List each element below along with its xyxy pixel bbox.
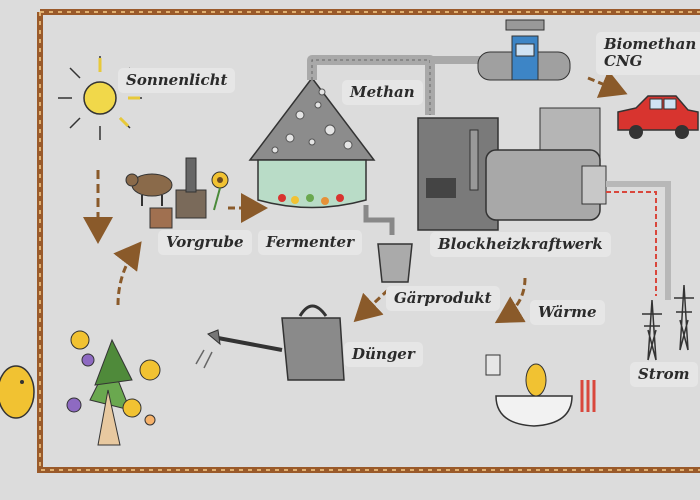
power-line [606,181,671,300]
digestate-bucket-icon [377,243,413,283]
label-biomethane: Biomethan CNG [596,32,700,75]
label-fertilizer: Dünger [344,342,423,368]
label-chp-plant: Blockheizkraftwerk [430,232,611,258]
label-heat: Wärme [530,300,605,326]
label-pre-pit: Vorgrube [158,230,252,256]
chp-to-heat-arrow [494,277,527,324]
tank-to-car-arrow [587,70,628,98]
gas-tank-icon [477,19,571,81]
label-methane: Methan [342,80,423,106]
rope-frame [37,9,700,473]
watering-can-icon [195,304,345,381]
bathtub-icon [485,354,596,427]
label-electricity: Strom [630,362,698,388]
label-sunlight: Sonnenlicht [118,68,236,94]
digestate-to-fertilizer-arrow [353,288,390,323]
power-pylon-icon [642,284,694,361]
pre-pit-icon [149,157,207,229]
flowers-icon [66,330,161,446]
cow-icon [125,173,173,206]
label-digestate: Gärprodukt [386,286,500,312]
potato-mascot-icon [0,365,35,419]
digester-icon [248,76,395,235]
plants-to-prepit-arrow [113,241,142,306]
car-icon [617,95,699,139]
sunflower-icon [211,171,229,211]
chp-engine-icon [417,107,607,231]
label-fermenter: Fermenter [258,230,362,256]
